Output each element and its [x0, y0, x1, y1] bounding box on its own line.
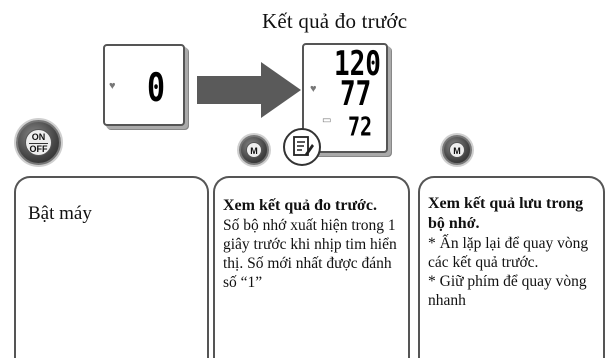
- instruction-box-previous-result: Xem kết quả đo trước. Số bộ nhớ xuất hiệ…: [213, 176, 410, 358]
- box2-content: Xem kết quả đo trước. Số bộ nhớ xuất hiệ…: [223, 196, 403, 292]
- box2-body: Số bộ nhớ xuất hiện trong 1 giây trước k…: [223, 217, 397, 291]
- memo-icon: [283, 128, 321, 166]
- heart-icon: ♥: [310, 83, 317, 95]
- lcd-diastolic-value: 77: [340, 75, 372, 114]
- instruction-box-power-on: Bật máy: [14, 176, 209, 358]
- memory-button[interactable]: M: [239, 135, 269, 165]
- off-label: OFF: [29, 143, 48, 154]
- memory-button-2[interactable]: M: [442, 135, 472, 165]
- page-title: Kết quả đo trước: [262, 9, 408, 33]
- lcd-display-current: ♥ 0: [103, 44, 185, 126]
- lcd-pulse-value: 72: [348, 111, 373, 143]
- on-label: ON: [31, 132, 46, 142]
- box3-line1: * Ấn lặp lại để quay vòng các kết quả tr…: [428, 235, 589, 271]
- box1-text: Bật máy: [28, 203, 92, 224]
- arrow-right-icon: [197, 62, 301, 118]
- lcd-zero-value: 0: [147, 66, 166, 112]
- memory-button-label: M: [449, 142, 465, 158]
- box3-line2: * Giữ phím để quay vòng nhanh: [428, 273, 587, 309]
- memory-button-label: M: [246, 142, 262, 158]
- on-off-button-face: ON OFF: [25, 129, 52, 156]
- on-off-button[interactable]: ON OFF: [16, 120, 61, 165]
- lcd-display-previous: 120 ♥ 77 ▭ 72: [302, 43, 388, 153]
- instruction-box-memory: Xem kết quả lưu trong bộ nhớ. * Ấn lặp l…: [418, 176, 605, 358]
- heart-icon: ♥: [109, 80, 116, 92]
- lcd-systolic-value: 120: [334, 45, 381, 84]
- box3-heading: Xem kết quả lưu trong bộ nhớ.: [428, 195, 584, 232]
- memory-small-icon: ▭: [322, 115, 332, 126]
- box2-heading: Xem kết quả đo trước.: [223, 197, 377, 214]
- box3-content: Xem kết quả lưu trong bộ nhớ. * Ấn lặp l…: [428, 194, 600, 310]
